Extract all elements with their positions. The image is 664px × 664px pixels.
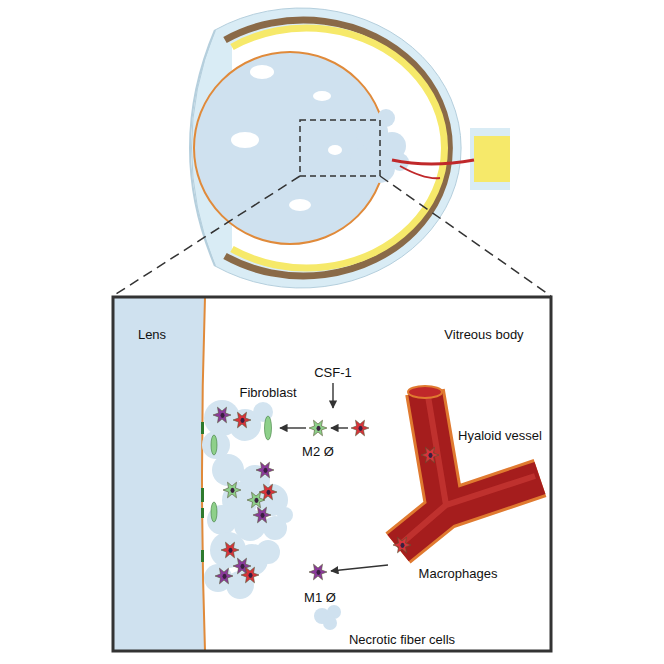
cell-label: Fibroblast	[239, 386, 296, 400]
region-label: Lens	[138, 328, 166, 342]
cell-label: M1 Ø	[304, 591, 336, 605]
zoom-panel	[113, 297, 551, 651]
cytokine-label: CSF-1	[314, 366, 352, 380]
region-label: Vitreous body	[444, 328, 523, 342]
cell-label: Necrotic fiber cells	[349, 633, 455, 647]
cell-label: Macrophages	[419, 567, 498, 581]
eye-illustration	[113, 8, 551, 296]
vessel-label: Hyaloid vessel	[458, 429, 542, 443]
cell-label: M2 Ø	[302, 445, 334, 459]
